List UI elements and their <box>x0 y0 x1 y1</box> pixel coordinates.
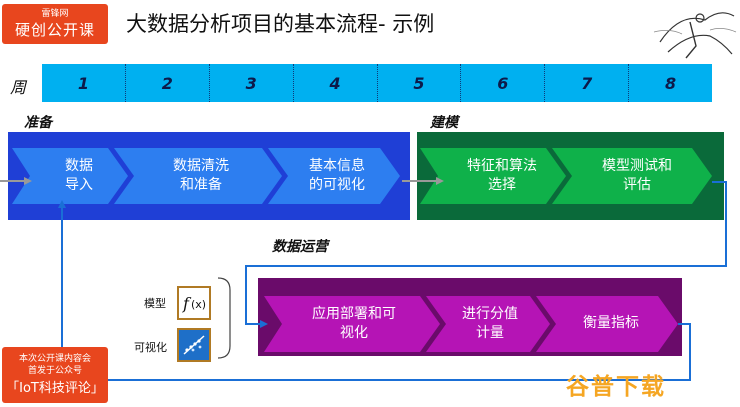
phase-label-model: 建模 <box>430 115 458 131</box>
phase-label-ops: 数据运营 <box>272 239 328 255</box>
connector-model-to-ops <box>245 181 727 325</box>
chevron-prep-3 <box>268 148 400 204</box>
week-2: 2 <box>126 64 210 102</box>
watermark: 谷普下载 <box>566 374 666 400</box>
chevron-model-1 <box>420 148 566 204</box>
brand-logo: 雷锋网 硬创公开课 <box>2 4 108 44</box>
connector-loop-back-head <box>58 200 66 208</box>
step-metrics: 衡量指标 <box>583 315 639 331</box>
brand-logo-line1: 雷锋网 <box>41 9 69 19</box>
chevron-prep-1 <box>12 148 128 204</box>
step-deploy-visualize: 应用部署和可 视化 <box>312 306 396 341</box>
chevron-prep-2 <box>114 148 282 204</box>
arrow-into-prep-head <box>24 177 32 185</box>
week-bar: 1 2 3 4 5 6 7 8 <box>42 64 712 102</box>
promo-badge: 本次公开课内容会 首发于公众号 「IoT科技评论」 <box>2 347 108 403</box>
week-6: 6 <box>461 64 546 102</box>
week-4: 4 <box>294 64 378 102</box>
step-feature-selection: 特征和算法 选择 <box>467 158 537 193</box>
chevron-ops-1 <box>264 296 440 352</box>
svg-text:f: f <box>182 294 192 313</box>
step-data-import: 数据 导入 <box>65 158 93 193</box>
side-label-model: 模型 <box>144 297 166 310</box>
arrow-prep-to-model-head <box>436 177 444 185</box>
side-label-visualization: 可视化 <box>134 341 167 354</box>
week-1: 1 <box>42 64 126 102</box>
week-8: 8 <box>664 73 677 93</box>
week-label: 周 <box>10 78 27 97</box>
step-scoring: 进行分值 计量 <box>462 306 518 341</box>
step-data-cleaning: 数据清洗 和准备 <box>173 158 229 193</box>
promo-line3: 「IoT科技评论」 <box>6 381 104 396</box>
promo-line1: 本次公开课内容会 <box>18 354 91 364</box>
brand-logo-line2: 硬创公开课 <box>14 21 95 39</box>
step-model-evaluation: 模型测试和 评估 <box>602 158 672 193</box>
chevron-ops-3 <box>536 296 678 352</box>
connector-model-to-ops-head <box>260 320 268 328</box>
week-7: 7 <box>545 64 630 102</box>
chevron-ops-2 <box>426 296 550 352</box>
week-5: 5 <box>378 64 462 102</box>
connector-loop-back <box>61 204 691 381</box>
scatter-icon <box>177 328 211 362</box>
promo-line2: 首发于公众号 <box>27 366 82 376</box>
page-title: 大数据分析项目的基本流程- 示例 <box>126 12 435 36</box>
kungfu-illustration <box>653 12 737 59</box>
side-bracket <box>217 277 231 359</box>
week-3: 3 <box>210 64 294 102</box>
chevron-model-2 <box>552 148 712 204</box>
phase-label-prep: 准备 <box>24 115 52 131</box>
svg-text:(x): (x) <box>191 298 206 311</box>
step-basic-visualization: 基本信息 的可视化 <box>309 158 365 193</box>
function-icon: f(x) <box>177 286 211 320</box>
